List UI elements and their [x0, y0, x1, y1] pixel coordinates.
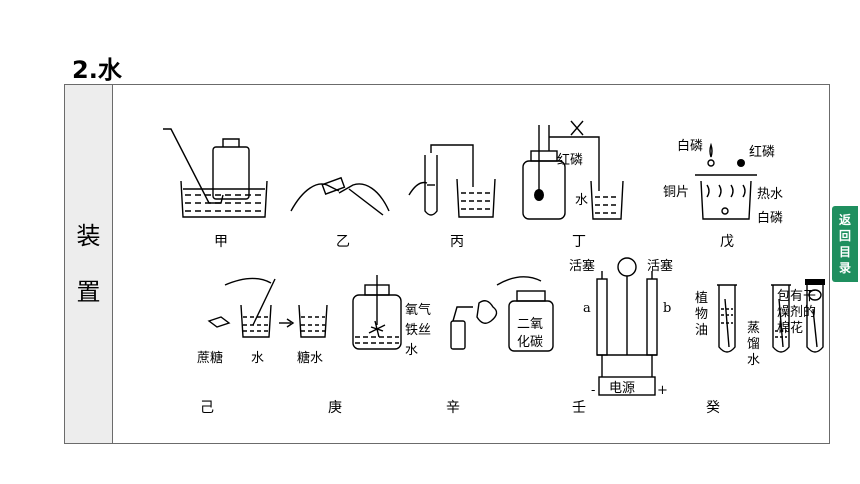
figure-yi — [290, 176, 390, 216]
section-heading: 2.水 — [72, 56, 122, 84]
figure-xin — [450, 276, 554, 352]
caption-gui: 癸 — [706, 400, 720, 416]
label-water: 水 — [405, 343, 419, 358]
figure-gui — [717, 279, 825, 353]
back-to-contents-char-4: 录 — [838, 261, 851, 275]
label-iron-wire: 铁丝 — [405, 323, 432, 338]
back-to-contents-char-3: 目 — [838, 245, 851, 259]
back-to-contents-button[interactable]: 返 回 目 录 — [832, 206, 858, 282]
label-minus: - — [591, 383, 596, 398]
label-veg-oil-2: 物 — [695, 307, 709, 322]
caption-ji: 己 — [200, 400, 214, 416]
caption-jia: 甲 — [214, 234, 228, 250]
figure-ren — [596, 257, 658, 396]
label-white-phosphorus-top: 白磷 — [677, 139, 704, 154]
label-copper-plate: 铜片 — [663, 185, 690, 200]
label-electrode-b: b — [663, 301, 672, 316]
figure-ji — [207, 277, 328, 338]
label-desiccant-cotton-1: 包有干 — [777, 289, 817, 304]
label-co2-line2: 化碳 — [517, 335, 544, 350]
label-stopcock-left: 活塞 — [569, 259, 596, 274]
caption-bing: 丙 — [450, 234, 464, 250]
label-white-phosphorus-bottom: 白磷 — [757, 211, 784, 226]
label-water: 水 — [575, 193, 589, 208]
caption-ren: 壬 — [572, 400, 586, 416]
caption-ding: 丁 — [572, 234, 586, 250]
back-to-contents-char-1: 返 — [838, 213, 851, 227]
apparatus-figure: 甲 乙 丙 丁 戊 己 庚 辛 壬 癸 红磷 水 白磷 红磷 铜片 热水 白磷 … — [113, 85, 829, 443]
row-header-char-2: 置 — [76, 278, 101, 306]
label-water: 水 — [251, 351, 265, 366]
label-electrode-a: a — [583, 301, 591, 316]
label-sucrose: 蔗糖 — [197, 351, 224, 366]
figure-wu — [695, 142, 757, 220]
apparatus-drawings — [163, 120, 825, 396]
label-red-phosphorus: 红磷 — [557, 153, 584, 168]
label-distilled-1: 蒸 — [747, 321, 761, 336]
label-oxygen: 氧气 — [405, 303, 432, 318]
figure-bing — [408, 144, 496, 218]
label-co2-line1: 二氧 — [517, 317, 544, 332]
figure-ding — [522, 120, 624, 220]
label-distilled-3: 水 — [747, 353, 761, 368]
row-header: 装 置 — [65, 85, 113, 443]
label-desiccant-cotton-3: 棉花 — [777, 321, 804, 336]
label-power-source: 电源 — [609, 381, 636, 396]
label-hot-water: 热水 — [757, 187, 784, 202]
apparatus-table: 装 置 — [64, 84, 830, 444]
caption-wu: 戊 — [720, 234, 734, 250]
label-desiccant-cotton-2: 燥剂的 — [777, 305, 817, 320]
label-distilled-2: 馏 — [747, 337, 761, 352]
figure-geng — [352, 275, 402, 350]
label-sugar-water: 糖水 — [297, 351, 324, 366]
caption-yi: 乙 — [336, 234, 350, 250]
figure-jia — [163, 128, 268, 218]
row-header-char-1: 装 — [76, 222, 101, 250]
caption-geng: 庚 — [328, 400, 342, 416]
label-plus: + — [657, 383, 668, 398]
label-red-phosphorus: 红磷 — [749, 145, 776, 160]
back-to-contents-char-2: 回 — [838, 229, 851, 243]
label-veg-oil-1: 植 — [695, 291, 709, 306]
label-veg-oil-3: 油 — [695, 323, 709, 338]
label-stopcock-right: 活塞 — [647, 259, 674, 274]
caption-xin: 辛 — [446, 400, 460, 416]
